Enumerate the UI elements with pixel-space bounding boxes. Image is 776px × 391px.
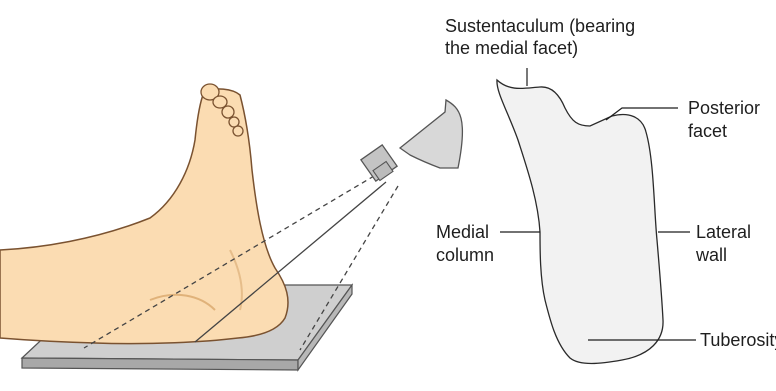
calcaneus-bone (497, 80, 663, 364)
label-medial-column-line1: Medial (436, 222, 489, 242)
label-posterior-facet-line1: Posterior (688, 98, 760, 118)
label-tuberosity: Tuberosity (700, 330, 776, 350)
label-sustentaculum-line2: the medial facet) (445, 38, 578, 58)
x-ray-tube (361, 100, 463, 181)
leg-and-foot (0, 84, 288, 344)
label-sustentaculum-line1: Sustentaculum (bearing (445, 16, 635, 36)
label-posterior-facet-line2: facet (688, 121, 727, 141)
label-lateral-wall-line2: wall (696, 245, 727, 265)
label-medial-column-line2: column (436, 245, 494, 265)
label-lateral-wall-line1: Lateral (696, 222, 751, 242)
